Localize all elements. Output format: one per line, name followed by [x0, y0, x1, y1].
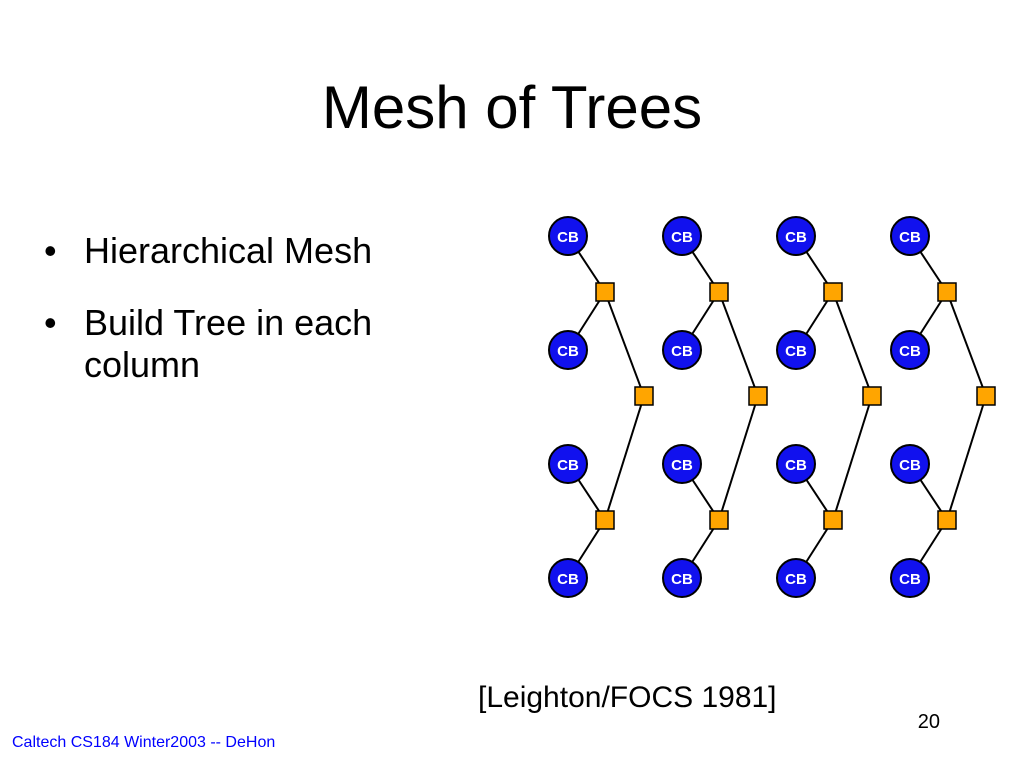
cb-node	[776, 558, 816, 598]
tree-edge	[718, 395, 759, 521]
switch-node	[709, 282, 729, 302]
cb-node-label: CB	[899, 343, 921, 360]
switch-node	[823, 282, 843, 302]
node-group: CB CB CB CB CB CB CB CB CB CB CB CB CB CB CB CB	[548, 216, 996, 598]
cb-node-label: CB	[785, 457, 807, 474]
cb-node	[662, 216, 702, 256]
bullet-list: • Hierarchical Mesh • Build Tree in each…	[44, 230, 484, 416]
switch-node	[595, 282, 615, 302]
switch-node	[823, 510, 843, 530]
cb-node	[662, 330, 702, 370]
cb-node	[890, 558, 930, 598]
bullet-text: Hierarchical Mesh	[84, 230, 373, 271]
edge-group	[567, 235, 987, 579]
cb-node-label: CB	[671, 457, 693, 474]
page-number: 20	[917, 711, 940, 733]
switch-node	[937, 510, 957, 530]
cb-node	[776, 330, 816, 370]
cb-node	[662, 444, 702, 484]
switch-node	[862, 386, 882, 406]
cb-node-label: CB	[557, 571, 579, 588]
cb-node	[548, 216, 588, 256]
cb-node	[890, 330, 930, 370]
cb-node-label: CB	[899, 571, 921, 588]
bullet-marker: •	[44, 230, 57, 271]
tree-edge	[946, 291, 987, 397]
cb-node-label: CB	[785, 571, 807, 588]
cb-node	[890, 444, 930, 484]
bullet-item: • Build Tree in each column	[44, 302, 484, 386]
bullet-item: • Hierarchical Mesh	[44, 230, 484, 272]
cb-node	[548, 558, 588, 598]
cb-node-label: CB	[785, 343, 807, 360]
cb-node	[890, 216, 930, 256]
cb-node	[776, 444, 816, 484]
citation: [Leighton/FOCS 1981]	[478, 681, 777, 714]
cb-node-label: CB	[671, 571, 693, 588]
cb-node-label: CB	[899, 457, 921, 474]
tree-edge	[832, 395, 873, 521]
cb-node	[776, 216, 816, 256]
bullet-marker: •	[44, 302, 57, 343]
cb-node-label: CB	[557, 229, 579, 246]
switch-node	[595, 510, 615, 530]
cb-node-label: CB	[557, 343, 579, 360]
cb-node-label: CB	[899, 229, 921, 246]
cb-node-label: CB	[671, 343, 693, 360]
switch-node	[634, 386, 654, 406]
bullet-text: Build Tree in each column	[84, 302, 373, 385]
tree-edge	[604, 395, 645, 521]
switch-node	[937, 282, 957, 302]
tree-edge	[946, 395, 987, 521]
cb-node-label: CB	[557, 457, 579, 474]
tree-edge	[832, 291, 873, 397]
cb-node	[662, 558, 702, 598]
switch-node	[976, 386, 996, 406]
tree-edge	[604, 291, 645, 397]
cb-node	[548, 444, 588, 484]
cb-node	[548, 330, 588, 370]
cb-node-label: CB	[671, 229, 693, 246]
cb-node-label: CB	[785, 229, 807, 246]
switch-node	[709, 510, 729, 530]
switch-node	[748, 386, 768, 406]
footer-text: Caltech CS184 Winter2003 -- DeHon	[12, 734, 276, 751]
slide-title: Mesh of Trees	[321, 74, 703, 141]
tree-edge	[718, 291, 759, 397]
